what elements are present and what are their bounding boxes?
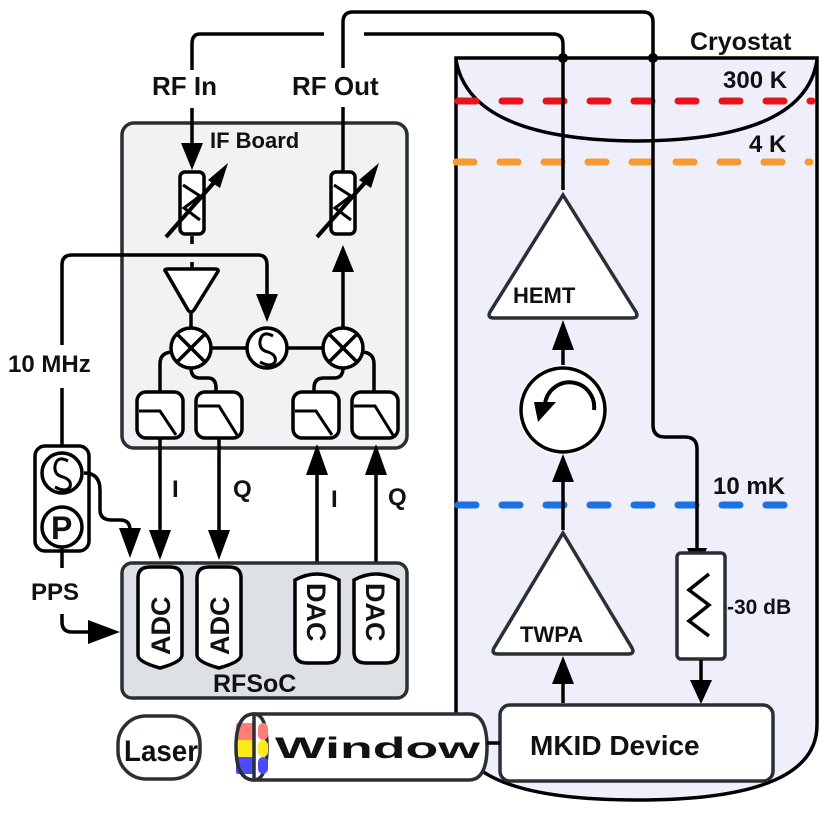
rfsoc-label: RFSoC [213,670,296,698]
stage-label-4k: 4 K [749,131,787,158]
rf-in-label: RF In [152,71,217,101]
feedthrough-dot-2 [648,53,658,63]
laser-label: Laser [124,735,198,768]
optical-window [234,712,489,782]
pps-label: PPS [31,579,79,606]
lowpass-filter-1 [135,390,185,440]
wire-clock-to-adc [83,471,132,531]
rf-out-label: RF Out [292,71,379,101]
adc-1-label: ADC [146,597,176,656]
dac-1-label: DAC [301,583,331,642]
hemt-input-arrowhead [552,320,574,350]
dac-i-label: I [331,486,338,513]
i-dac-arrowhead [306,444,328,475]
hemt-amplifier [487,191,639,320]
dac-2: DAC [352,572,400,665]
twpa-label: TWPA [520,622,583,647]
mkid-label: MKID Device [530,730,700,761]
if-board-label: IF Board [210,128,299,153]
lowpass-filter-2 [194,390,244,440]
pps-glyph: P [51,510,72,546]
lo-ref-arrowhead [256,294,278,322]
ten-mhz-label: 10 MHz [8,351,91,378]
fixed-attenuator [675,551,727,661]
lowpass-filter-4 [350,390,400,440]
stage-label-10mk: 10 mK [713,473,786,500]
cryostat-label: Cryostat [690,28,792,56]
wire-filter-q-to-mixer-up [360,350,376,392]
stage-label-300k: 300 K [723,67,788,94]
rf-in-arrowhead [181,143,203,170]
wire-filter-i-to-mixer-up [312,367,345,392]
circulator [518,365,608,455]
wire-rf-out-to-drive [341,10,699,555]
laser-beam-front [258,723,268,774]
local-oscillator [245,326,289,370]
dac-1: DAC [293,572,341,665]
clock-sine-source-icon [40,451,84,495]
adc-2: ADC [195,565,243,670]
dac-q-label: Q [388,484,407,511]
wire-mixer-to-filter-q [189,367,218,392]
wire-rf-in-segment [190,32,324,70]
adc-1: ADC [136,565,184,670]
dac-2-label: DAC [360,583,390,642]
adc-i-label: I [172,476,179,503]
mixer-up-arrowhead [332,245,354,272]
wire-mixer-to-filter-i [158,350,174,392]
pps-source-icon: P [40,505,84,549]
mixer-down [169,326,213,370]
wire-hemt-to-rf-in [364,32,565,190]
pps-arrowhead [88,620,120,644]
i-adc-arrowhead [149,530,171,560]
cryostat-lid-arc [454,59,819,143]
lowpass-filter-3 [291,390,341,440]
feedthrough-dot-1 [558,53,568,63]
variable-attenuator-in [164,163,228,239]
cryostat-body [454,56,819,802]
variable-attenuator-out [315,163,379,239]
clock-arrowhead [119,528,141,558]
wire-10mhz-ref [60,253,269,345]
twpa-input-arrowhead [552,656,574,684]
wire-pps-to-rfsoc [60,614,95,634]
hemt-label: HEMT [513,283,576,308]
mkid-input-arrowhead [690,680,712,704]
attenuation-label: -30 dB [727,596,791,619]
adc-q-label: Q [233,476,252,503]
adc-2-label: ADC [205,597,235,656]
window-label: Window [275,732,481,765]
q-adc-arrowhead [208,530,230,560]
if-amplifier [163,267,220,314]
mixer-up [321,326,365,370]
twpa-amplifier [491,529,635,656]
circulator-input-arrowhead [552,454,574,482]
laser-source [116,714,202,781]
q-dac-arrowhead [365,444,387,475]
